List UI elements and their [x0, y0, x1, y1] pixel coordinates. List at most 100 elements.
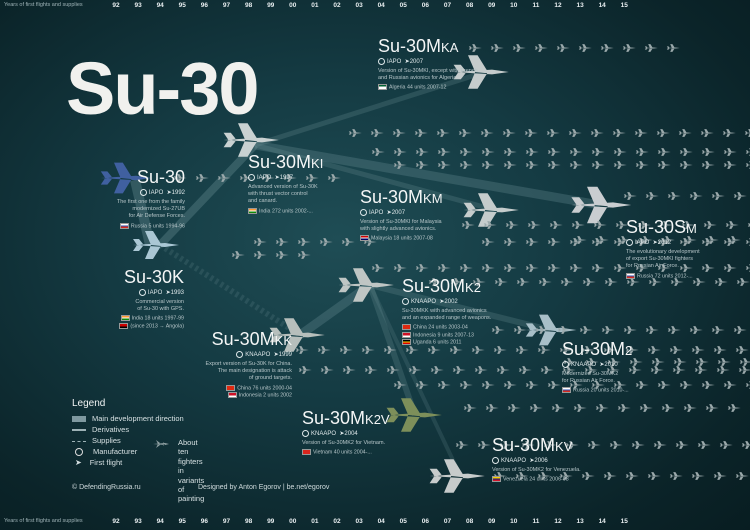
year-tick: 12 [554, 2, 562, 9]
operator: China 24 units 2003-04 [402, 324, 542, 332]
fleet-jet-icon [239, 174, 253, 182]
fleet-jet-icon [503, 161, 517, 169]
variant-manufacturer: IAPO ➤1997 [248, 174, 358, 181]
year-tick: 96 [200, 2, 208, 9]
variant-description: Modernized Su-30MK2 for Russian Air Forc… [562, 371, 619, 385]
year-tick: 06 [421, 518, 429, 525]
year-tick: 05 [399, 518, 407, 525]
fleet-jet-icon [428, 278, 442, 286]
year-tick: 03 [355, 518, 363, 525]
fleet-jet-icon [573, 404, 587, 412]
fleet-jet-icon [515, 346, 529, 354]
operator: Indonesia 9 units 2007-13 [402, 331, 542, 340]
year-tick: 13 [576, 2, 584, 9]
fleet-jet-icon [694, 366, 708, 374]
fighter-jet-su30mkm-icon [463, 193, 519, 227]
fleet-jet-icon [647, 472, 661, 480]
fleet-jet-icon [436, 129, 450, 137]
fleet-jet-icon [560, 278, 574, 286]
legend-main: Main development direction [72, 414, 184, 423]
legend: Legend Main development direction Deriva… [72, 398, 204, 503]
fleet-jet-icon [408, 366, 422, 374]
year-tick: 93 [134, 2, 142, 9]
fleet-jet-icon [493, 472, 507, 480]
fleet-jet-icon [547, 161, 561, 169]
page-title: Su-30 [66, 47, 260, 130]
timeline-label: Years of first flights and supplies [4, 518, 83, 524]
fleet-jet-icon [647, 346, 661, 354]
fleet-jet-icon [603, 346, 617, 354]
operator: India 272 units 2002-... [248, 207, 358, 216]
fleet-jet-icon [657, 264, 671, 272]
year-tick: 15 [620, 2, 628, 9]
fleet-jet-icon [666, 44, 680, 52]
fleet-jet-icon [675, 441, 689, 449]
fleet-jet-icon [275, 238, 289, 246]
fleet-jet-icon [615, 221, 629, 229]
fleet-jet-icon [711, 326, 725, 334]
variant-operators: India 18 units 1997-99(since 2013 → Ango… [64, 315, 184, 330]
fleet-jet-icon [747, 223, 750, 227]
fleet-jet-icon [534, 44, 548, 52]
fleet-jet-icon [645, 192, 659, 200]
fleet-jet-icon [667, 326, 681, 334]
russia-flag-icon [626, 272, 635, 279]
fleet-jet-icon [669, 472, 683, 480]
fleet-jet-icon [650, 366, 664, 374]
fleet-jet-icon [701, 148, 715, 156]
fleet-jet-icon [547, 238, 561, 246]
fleet-jet-icon [617, 236, 631, 244]
variant-operators: Russia 20 units 2010-... [562, 387, 672, 395]
fleet-jet-icon [593, 221, 607, 229]
year-tick: 04 [377, 518, 385, 525]
fleet-jet-icon [701, 381, 715, 389]
fleet-jet-icon [723, 161, 737, 169]
fleet-jet-icon [481, 381, 495, 389]
fleet-jet-icon [613, 238, 627, 246]
fleet-jet-icon [585, 358, 599, 366]
fleet-jet-icon [342, 366, 356, 374]
variant-description: Advanced version of Su-30K with thrust v… [248, 184, 318, 205]
year-tick: 12 [554, 518, 562, 525]
fleet-jet-icon [513, 326, 527, 334]
fighter-jet-su30mk2v-icon [386, 398, 442, 432]
fleet-jet-icon [569, 381, 583, 389]
fleet-jet-icon [471, 346, 485, 354]
year-tick: 10 [510, 518, 518, 525]
fleet-jet-icon [657, 238, 671, 246]
legend-fighter-icon [152, 439, 172, 451]
fleet-jet-icon [295, 346, 309, 354]
fleet-jet-icon [713, 472, 727, 480]
fleet-jet-icon [679, 264, 693, 272]
variant-manufacturer: IAPO ➤2007 [378, 58, 518, 65]
fleet-jet-icon [383, 346, 397, 354]
legend-supplies: Supplies [72, 436, 121, 445]
fleet-jet-icon [547, 264, 561, 272]
variant-operators: Russia 72 units 2012-... [626, 272, 736, 281]
fleet-jet-icon [305, 174, 319, 182]
variant-description: Version of Su-30MKI, except with French … [378, 68, 478, 82]
operator: India 18 units 1997-99 [64, 315, 184, 323]
fleet-jet-icon [525, 161, 539, 169]
fleet-jet-icon [505, 221, 519, 229]
link [157, 142, 258, 248]
fleet-jet-icon [459, 148, 473, 156]
fleet-jet-icon [634, 129, 648, 137]
fleet-jet-icon [637, 221, 651, 229]
year-tick: 99 [267, 518, 275, 525]
variant-operators: Algeria 44 units 2007-12 [378, 84, 518, 92]
fleet-jet-icon [745, 238, 750, 246]
fleet-jet-icon [701, 161, 715, 169]
indonesia-flag-icon [227, 392, 237, 399]
fleet-jet-icon [537, 346, 551, 354]
fleet-jet-icon [549, 221, 563, 229]
fleet-jet-icon [606, 366, 620, 374]
year-tick: 97 [222, 518, 231, 525]
fleet-jet-icon [716, 366, 730, 374]
year-tick: 04 [377, 2, 385, 9]
